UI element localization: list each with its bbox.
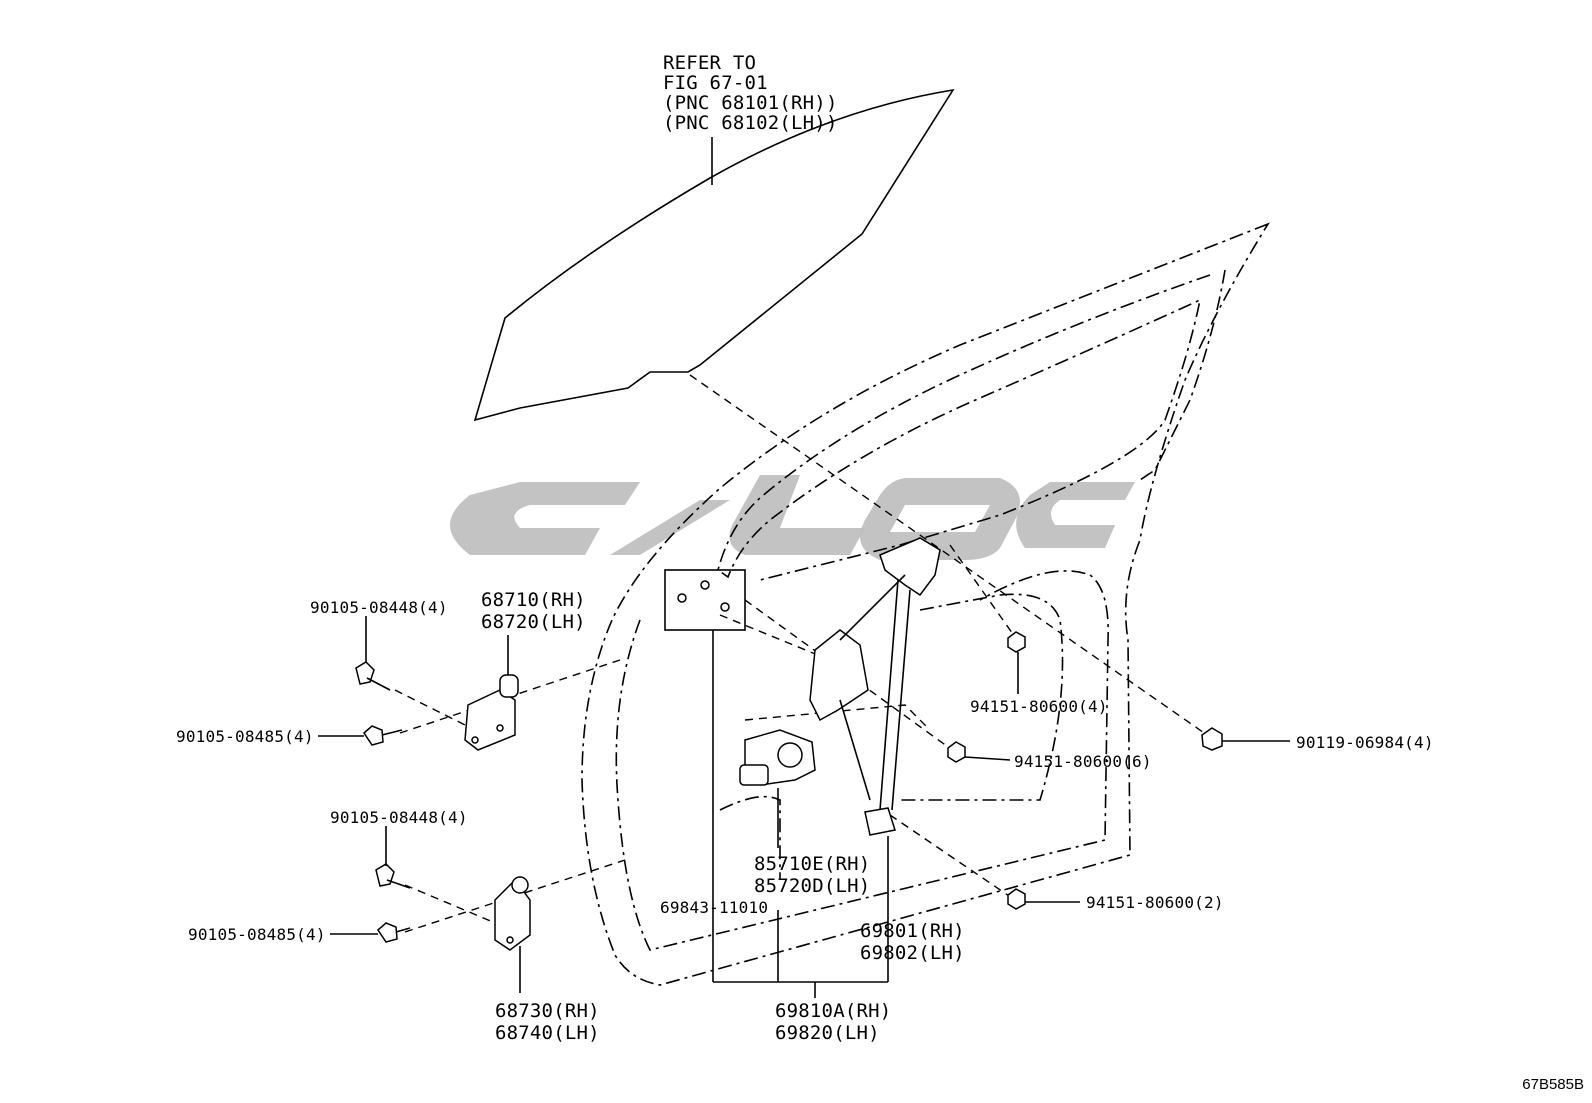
callout-hinge-lower-rh: 68730(RH) bbox=[495, 1000, 600, 1022]
refer-label-line-1: REFER TO bbox=[663, 52, 757, 74]
door-glass bbox=[473, 88, 955, 422]
lower-hinge-part bbox=[494, 876, 531, 951]
figure-code: 67B585B bbox=[1522, 1076, 1584, 1093]
callout-bolt-upper-a: 90105-08448(4) bbox=[310, 598, 448, 617]
callout-bolt-upper-b: 90105-08485(4) bbox=[176, 727, 314, 746]
callout-assembly-rh: 69810A(RH) bbox=[775, 1000, 892, 1022]
callout-bolt-lower-b: 90105-08485(4) bbox=[188, 925, 326, 944]
callout-nut-middle: 94151-80600(6) bbox=[1014, 752, 1152, 771]
callout-assembly-lh: 69820(LH) bbox=[775, 1022, 880, 1044]
screw-detail-box bbox=[664, 569, 746, 631]
callout-nut-lower: 94151-80600(2) bbox=[1086, 893, 1224, 912]
leader-dashes bbox=[394, 374, 1211, 933]
refer-label-line-3: (PNC 68101(RH)) bbox=[663, 92, 838, 114]
callout-hinge-upper-rh: 68710(RH) bbox=[481, 589, 586, 611]
callout-motor-rh: 85710E(RH) bbox=[754, 853, 871, 875]
callout-hinge-upper-lh: 68720(LH) bbox=[481, 611, 586, 633]
callout-screw: 69843-11010 bbox=[660, 898, 769, 917]
door-outline bbox=[581, 222, 1270, 986]
callout-nut-upper: 94151-80600(4) bbox=[970, 697, 1108, 716]
callout-hinge-lower-lh: 68740(LH) bbox=[495, 1022, 600, 1044]
refer-label-line-4: (PNC 68102(LH)) bbox=[663, 112, 838, 134]
callout-regulator-lh: 69802(LH) bbox=[860, 942, 965, 964]
callout-bolt-right: 90119-06984(4) bbox=[1296, 733, 1434, 752]
window-motor-part bbox=[739, 729, 816, 786]
callout-motor-lh: 85720D(LH) bbox=[754, 875, 871, 897]
refer-label-line-2: FIG 67-01 bbox=[663, 72, 768, 94]
nut-icon bbox=[947, 631, 1026, 910]
upper-hinge-part bbox=[464, 674, 519, 751]
callout-regulator-rh: 69801(RH) bbox=[860, 920, 965, 942]
watermark-logo bbox=[450, 475, 1135, 560]
window-regulator-part bbox=[809, 537, 941, 836]
bolt-icon bbox=[355, 661, 1223, 943]
callout-bolt-lower-a: 90105-08448(4) bbox=[330, 808, 468, 827]
leader-lines bbox=[318, 616, 1290, 998]
